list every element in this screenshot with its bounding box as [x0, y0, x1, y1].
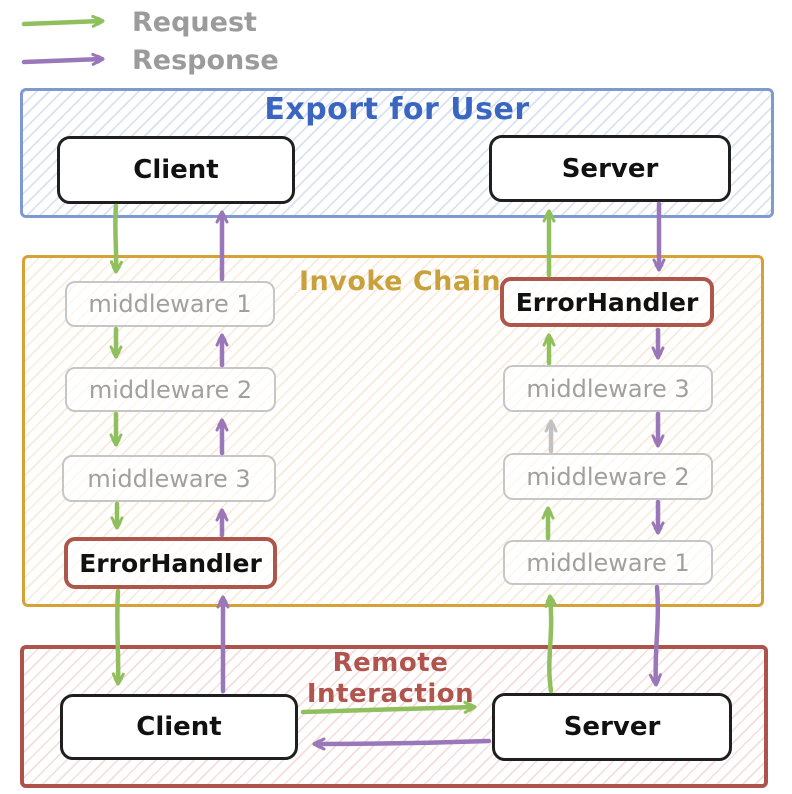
remote-interaction-title: Remote Interaction	[306, 648, 475, 710]
legend-response-label: Response	[132, 45, 279, 76]
node-middleware1-right: middleware 1	[503, 540, 713, 585]
node-middleware1-left: middleware 1	[65, 281, 275, 327]
node-middleware3-right: middleware 3	[503, 365, 713, 412]
invoke-chain-title: Invoke Chain	[298, 266, 502, 297]
node-errorhandler-left: ErrorHandler	[64, 537, 277, 589]
export-for-user-title: Export for User	[264, 92, 530, 127]
node-client-bottom: Client	[60, 694, 298, 760]
legend-request-arrow-icon	[21, 14, 105, 28]
node-server-top: Server	[489, 135, 731, 202]
legend-request-label: Request	[132, 7, 257, 38]
node-middleware2-right: middleware 2	[503, 453, 713, 500]
node-client-top: Client	[57, 136, 295, 204]
node-middleware2-left: middleware 2	[65, 367, 276, 412]
legend-response-arrow-icon	[21, 52, 105, 66]
node-errorhandler-right: ErrorHandler	[500, 277, 714, 327]
node-server-bottom: Server	[492, 693, 732, 761]
node-middleware3-left: middleware 3	[62, 455, 276, 502]
